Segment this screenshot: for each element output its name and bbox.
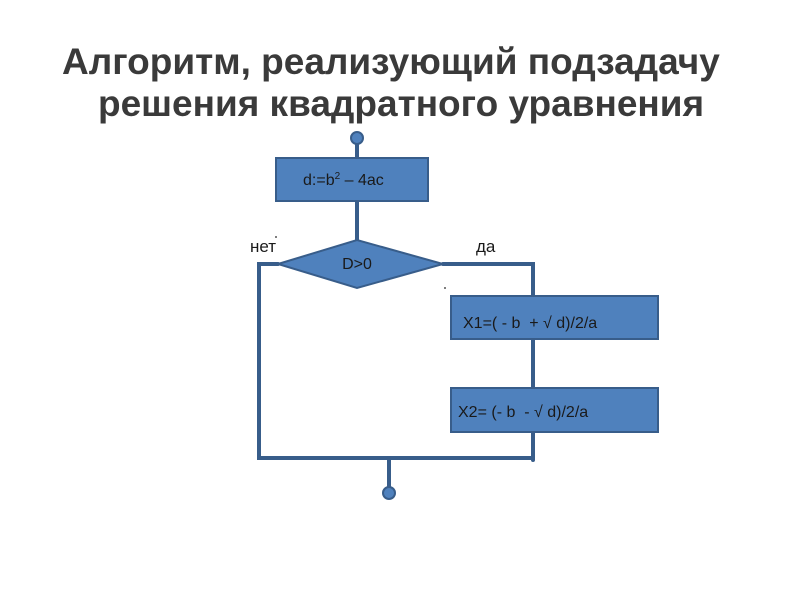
page-title-line-1: Алгоритм, реализующий подзадачу [62,41,720,82]
compute-text-sup: 2 [335,171,341,182]
compute-text-tail: – 4ac [340,172,384,189]
page-title-line-2: решения квадратного уравнения [98,83,705,124]
start-terminal-icon [350,131,364,145]
end-terminal-icon [382,486,396,500]
decision-diamond [274,238,447,290]
no-branch-label: нет [250,237,276,256]
decision-condition-text: D>0 [342,256,372,273]
compute-text-main: d:=b [303,172,335,189]
connector-yes-branch [441,262,535,298]
connector-no-branch [257,262,535,460]
compute-discriminant-box [275,157,429,202]
decoration-dot [275,236,277,238]
x1-computation-text: X1=( - b + √ d)/2/a [463,315,597,332]
yes-branch-label: да [476,237,496,256]
x2-computation-box [450,387,659,433]
compute-discriminant-text: d:=b2 – 4ac [303,171,384,189]
x1-computation-box [450,295,659,340]
x2-computation-text: X2= (- b - √ d)/2/a [458,404,588,421]
decoration-dot [444,287,446,289]
